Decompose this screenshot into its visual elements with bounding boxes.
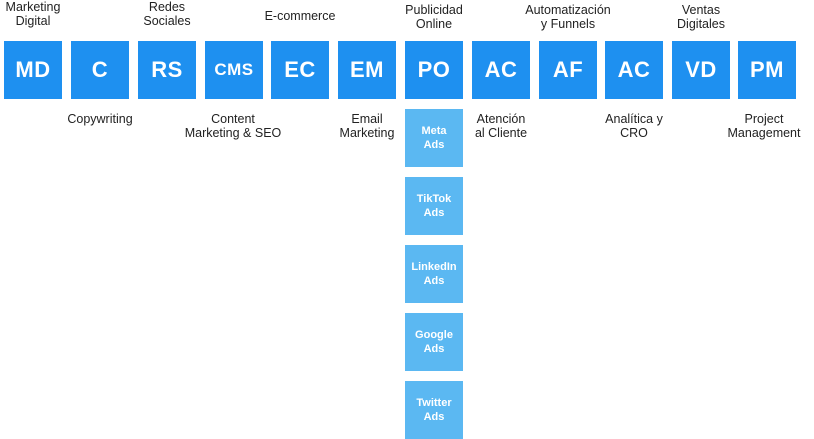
tile-copywriting: C [71, 41, 129, 99]
label-copywriting: Copywriting [67, 112, 133, 126]
label-ecommerce: E-commerce [264, 9, 336, 23]
tile-redes-sociales: RS [138, 41, 196, 99]
tile-analitica: AC [605, 41, 663, 99]
tile-atencion-cliente: AC [472, 41, 530, 99]
tile-ventas-digitales: VD [672, 41, 730, 99]
tile-publicidad-online: PO [405, 41, 463, 99]
tile-email-marketing: EM [338, 41, 396, 99]
tile-ecommerce: EC [271, 41, 329, 99]
tile-project-management: PM [738, 41, 796, 99]
tile-automatizacion: AF [539, 41, 597, 99]
tile-content-marketing: CMS [205, 41, 263, 99]
tile-marketing-digital: MD [4, 41, 62, 99]
